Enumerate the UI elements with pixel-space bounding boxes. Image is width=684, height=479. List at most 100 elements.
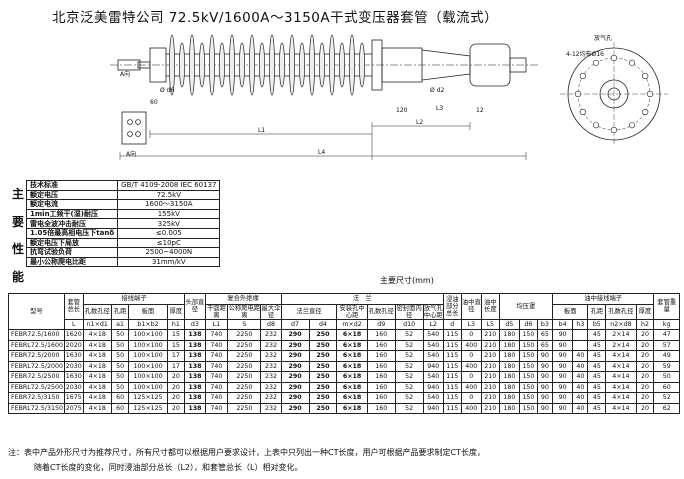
value-cell: 232 bbox=[260, 392, 282, 404]
insulator-sheds bbox=[169, 34, 365, 96]
value-cell: 115 bbox=[442, 329, 462, 341]
value-cell: 15 bbox=[166, 329, 186, 341]
header-symbol: d9 bbox=[366, 318, 396, 330]
value-cell: 6×18 bbox=[336, 392, 368, 404]
value-cell: 90 bbox=[536, 350, 553, 362]
value-cell: 6×18 bbox=[336, 371, 368, 383]
spec-value: GB/T 4109-2008 IEC 60137 bbox=[117, 180, 221, 191]
value-cell: 160 bbox=[366, 350, 396, 362]
value-cell: 52 bbox=[394, 371, 424, 383]
dim-60: 60 bbox=[150, 99, 158, 106]
value-cell: 4×18 bbox=[82, 392, 112, 404]
value-cell: 250 bbox=[308, 381, 338, 393]
value-cell: 2075 bbox=[63, 402, 84, 414]
value-cell: 50 bbox=[110, 350, 130, 362]
model-cell: FEBR72.5/2000 bbox=[8, 350, 65, 362]
header-cell: 密封面内径 bbox=[394, 303, 424, 320]
value-cell: 115 bbox=[442, 350, 462, 362]
value-cell: 90 bbox=[536, 402, 553, 414]
bolt-hole bbox=[628, 122, 636, 129]
value-cell: 250 bbox=[308, 371, 338, 383]
value-cell: 250 bbox=[308, 402, 338, 414]
value-cell: 4×18 bbox=[82, 329, 112, 341]
value-cell: 0 bbox=[460, 392, 482, 404]
value-cell: 100×100 bbox=[128, 371, 168, 383]
header-cell: 孔距 bbox=[110, 303, 130, 320]
value-cell: 20 bbox=[635, 339, 655, 351]
shed bbox=[299, 42, 305, 88]
value-cell: 210 bbox=[480, 381, 500, 393]
bolt-hole bbox=[642, 108, 649, 116]
shed bbox=[189, 34, 195, 96]
value-cell: 6×18 bbox=[336, 360, 368, 372]
model-cell: FEBRL72.5/3150 bbox=[8, 402, 65, 414]
value-cell: 290 bbox=[280, 360, 310, 372]
spec-side-label: 主 要 性 能 bbox=[11, 187, 24, 284]
shed bbox=[289, 34, 295, 96]
bolt-hole bbox=[592, 122, 600, 129]
value-cell: 1675 bbox=[63, 392, 84, 404]
value-cell: 400 bbox=[460, 339, 482, 351]
header-cell: 最大伞径 bbox=[260, 303, 282, 320]
value-cell: 90 bbox=[536, 381, 553, 393]
note-line-1: 注：表中产品外形尺寸为推荐尺寸，所有尺寸都可以根据用户要求设计，上表中只列出一种… bbox=[8, 448, 485, 457]
value-cell: 210 bbox=[480, 360, 500, 372]
spec-key: 抗弯试验负荷 bbox=[25, 247, 119, 258]
value-cell: 4×14 bbox=[605, 371, 637, 383]
dims-table: 型号套管总长接线端子头部直径复合外绝缘法 兰浸油部分总长油中直径油中长度均压罩油… bbox=[8, 293, 680, 414]
value-cell: 90 bbox=[551, 329, 574, 341]
value-cell: 150 bbox=[518, 402, 538, 414]
value-cell: 6×18 bbox=[336, 329, 368, 341]
vent-label: 放气孔 bbox=[594, 34, 612, 42]
value-cell: 40 bbox=[572, 392, 589, 404]
spec-key: 1min工频干(湿)耐压 bbox=[25, 208, 119, 220]
header-symbol: b3 bbox=[536, 318, 553, 330]
header-cell: 孔数孔径 bbox=[605, 303, 637, 320]
value-cell: 138 bbox=[184, 371, 206, 383]
spec-value: 72.5kV bbox=[117, 189, 221, 201]
value-cell: 2030 bbox=[63, 381, 84, 393]
value-cell: 740 bbox=[204, 360, 229, 372]
value-cell: 232 bbox=[260, 360, 282, 372]
dims-title: 主要尺寸(mm) bbox=[380, 276, 434, 285]
shed bbox=[169, 34, 175, 96]
value-cell: 20 bbox=[166, 402, 186, 414]
value-cell: 52 bbox=[394, 360, 424, 372]
value-cell: 45 bbox=[587, 339, 607, 351]
model-cell: FEBRL72.5/2500 bbox=[8, 381, 65, 393]
model-cell: FEBR72.5/1600 bbox=[8, 329, 65, 341]
value-cell: 0 bbox=[460, 371, 482, 383]
value-cell: 90 bbox=[536, 371, 553, 383]
shed bbox=[319, 42, 325, 88]
value-cell bbox=[572, 339, 589, 351]
value-cell: 45 bbox=[587, 360, 607, 372]
header-symbol: d10 bbox=[394, 318, 424, 330]
value-cell: 52 bbox=[394, 392, 424, 404]
dim-d2: Ø d2 bbox=[430, 87, 444, 94]
bushing-drawing: A向 A向 放气孔 4-12均布Ø16 L1 L2 L3 L4 120 12 6… bbox=[110, 34, 668, 160]
header-cell: 浸油部分总长 bbox=[442, 293, 462, 320]
value-cell: 6×18 bbox=[336, 381, 368, 393]
flange-bolt-holes bbox=[574, 54, 654, 134]
header-symbol: h3 bbox=[572, 318, 589, 330]
bolt-hole bbox=[642, 72, 649, 80]
model-cell: FEBRL72.5/1600 bbox=[8, 339, 65, 351]
value-cell: 17 bbox=[166, 350, 186, 362]
header-symbol: d6 bbox=[518, 318, 538, 330]
value-cell: 290 bbox=[280, 381, 310, 393]
header-symbol: n1×d1 bbox=[82, 318, 112, 330]
value-cell: 0 bbox=[460, 350, 482, 362]
value-cell: 138 bbox=[184, 360, 206, 372]
value-cell: 150 bbox=[518, 392, 538, 404]
dim-120: 120 bbox=[396, 107, 408, 114]
value-cell: 180 bbox=[498, 339, 520, 351]
shed bbox=[179, 42, 185, 88]
value-cell: 90 bbox=[551, 371, 574, 383]
header-cell: 板面 bbox=[551, 303, 589, 320]
value-cell: 740 bbox=[204, 371, 229, 383]
value-cell: 210 bbox=[480, 402, 500, 414]
